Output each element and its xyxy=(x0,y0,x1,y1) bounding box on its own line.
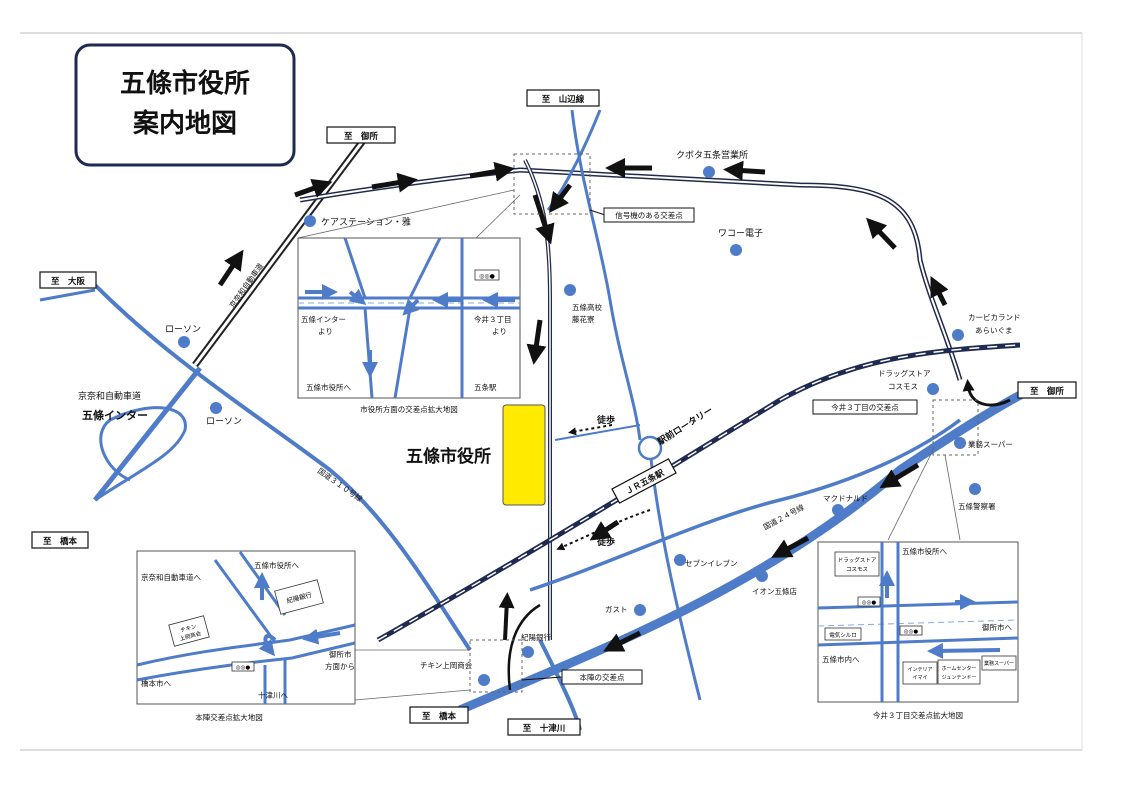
svg-text:ジュンテンドー: ジュンテンドー xyxy=(942,675,977,681)
seven-label: セブンイレブン xyxy=(685,558,738,568)
svg-text:五條市内へ: 五條市内へ xyxy=(822,654,860,664)
svg-text:五條市役所へ: 五條市役所へ xyxy=(902,546,947,556)
svg-text:インテリア: インテリア xyxy=(907,667,932,673)
inset-honjin: 紀陽銀行 チキン 上岡商会 ◎◎● 京奈和自動車道へ 五條市役所へ 御所市 方面… xyxy=(136,550,356,722)
title-box: 五條市役所 案内地図 xyxy=(74,43,296,167)
title-line-2: 案内地図 xyxy=(132,108,237,139)
svg-text:業務スーパー: 業務スーパー xyxy=(984,660,1014,667)
svg-text:ドラッグストア: ドラッグストア xyxy=(838,556,877,564)
gusto-label: ガスト xyxy=(605,604,628,614)
callout-imai: 今井３丁目の交差点 xyxy=(812,399,979,541)
svg-text:橋本市へ: 橋本市へ xyxy=(141,678,171,688)
destination-yamabe: 至 山辺線 xyxy=(526,89,600,107)
svg-text:京奈和自動車道へ: 京奈和自動車道へ xyxy=(141,572,201,582)
ekimae-label: 駅前ロータリー xyxy=(655,404,715,448)
aeon-label: イオン五條店 xyxy=(752,586,797,596)
gojo-ic-label: 五條インター xyxy=(82,408,148,422)
police-label: 五條警察署 xyxy=(958,501,996,511)
curbie-label-1: カービカランド xyxy=(968,313,1021,322)
svg-text:至 橋本: 至 橋本 xyxy=(43,536,78,547)
svg-text:本陣の交差点: 本陣の交差点 xyxy=(580,672,625,682)
toho-top-label: 徒歩 xyxy=(596,414,615,426)
gojo-hs-label-1: 五條高校 xyxy=(572,302,602,312)
svg-text:御所市へ: 御所市へ xyxy=(982,622,1012,632)
destination-hashimoto-s: 至 橋本 xyxy=(409,706,469,724)
svg-text:至 十津川: 至 十津川 xyxy=(523,723,566,734)
kiyo-label: 紀陽銀行 xyxy=(521,632,551,642)
svg-text:至 山辺線: 至 山辺線 xyxy=(542,94,585,105)
svg-text:至 御所: 至 御所 xyxy=(344,131,379,142)
wako-label: ワコー電子 xyxy=(718,228,763,239)
route-arrows xyxy=(217,158,1011,652)
svg-text:より: より xyxy=(492,327,507,336)
svg-text:コスモス: コスモス xyxy=(846,566,868,573)
toho-bottom-label: 徒歩 xyxy=(596,536,615,548)
svg-text:至 御所: 至 御所 xyxy=(1030,386,1065,397)
inset-cityhall: ◎◎● 五條インター より 今井３丁目 より 五條市役所へ 五条駅 市役所方面の… xyxy=(297,237,521,414)
svg-text:◎◎●: ◎◎● xyxy=(479,273,495,280)
svg-text:五条駅: 五条駅 xyxy=(474,382,497,392)
curbie-label-2: あらいぐま xyxy=(975,326,1013,335)
svg-text:五條市役所へ: 五條市役所へ xyxy=(254,560,299,570)
city-hall-label: 五條市役所 xyxy=(406,446,491,467)
svg-text:五條市役所へ: 五條市役所へ xyxy=(306,382,351,392)
keiwa-road-label: 京奈和自動車道 xyxy=(78,390,141,402)
inset-honjin-caption: 本陣交差点拡大地図 xyxy=(195,712,263,722)
svg-text:◎◎●: ◎◎● xyxy=(236,665,251,671)
mcd-label: マクドナルド xyxy=(823,494,868,503)
callout-signal: 信号機のある交差点 xyxy=(297,153,695,239)
svg-text:方面から: 方面から xyxy=(325,661,355,671)
lawson-2-label: ローソン xyxy=(206,417,242,427)
chikin-label: チキン上岡商会 xyxy=(420,660,473,670)
drug-label-2: コスモス xyxy=(888,382,918,391)
svg-text:五條インター: 五條インター xyxy=(301,314,346,324)
gojo-hs-label-2: 藤花寮 xyxy=(572,314,595,324)
gyomu-label: 業務スーパー xyxy=(968,439,1013,449)
inset-imai-caption: 今井３丁目交差点拡大地図 xyxy=(873,710,963,720)
drug-label-1: ドラッグストア xyxy=(878,368,931,378)
inset-imai: ドラッグストア コスモス ◎◎● ◎◎● 電気シルロ インテリア イマイ ホーム… xyxy=(817,541,1019,720)
rotary xyxy=(637,435,663,461)
svg-text:イマイ: イマイ xyxy=(912,675,927,681)
svg-text:より: より xyxy=(318,327,333,336)
svg-text:至 大阪: 至 大阪 xyxy=(51,276,86,287)
svg-text:◎◎●: ◎◎● xyxy=(904,629,919,635)
svg-text:ホームセンター: ホームセンター xyxy=(942,665,977,672)
destination-gose-nw: 至 御所 xyxy=(326,126,396,144)
city-hall-building[interactable] xyxy=(502,404,546,506)
callout-honjin: 本陣の交差点 xyxy=(354,639,643,701)
route-310 xyxy=(93,283,472,652)
care-station-label: ケアステーション・雅 xyxy=(321,216,411,228)
svg-text:◎◎●: ◎◎● xyxy=(862,600,877,606)
route-24-label: 国道２４号線 xyxy=(761,502,806,532)
destination-osaka: 至 大阪 xyxy=(39,271,97,289)
title-line-1: 五條市役所 xyxy=(120,68,250,99)
svg-text:今井３丁目: 今井３丁目 xyxy=(474,314,512,324)
route-310-label: 国道３１０号線 xyxy=(316,465,365,504)
svg-text:十津川へ: 十津川へ xyxy=(258,690,288,700)
svg-text:至 橋本: 至 橋本 xyxy=(422,711,457,722)
route-24 xyxy=(458,385,1033,715)
svg-text:チキン: チキン xyxy=(180,623,198,634)
destination-totsukawa: 至 十津川 xyxy=(507,718,581,736)
svg-text:電気シルロ: 電気シルロ xyxy=(829,631,857,639)
svg-text:今井３丁目の交差点: 今井３丁目の交差点 xyxy=(831,402,899,412)
svg-text:信号機のある交差点: 信号機のある交差点 xyxy=(615,210,683,220)
lawson-1-label: ローソン xyxy=(165,325,201,335)
inset-cityhall-caption: 市役所方面の交差点拡大地図 xyxy=(360,404,458,414)
svg-text:御所市: 御所市 xyxy=(329,649,352,659)
destination-hashimoto-w: 至 橋本 xyxy=(31,531,89,549)
kubota-label: クボタ五条営業所 xyxy=(676,149,748,161)
destination-gose-e: 至 御所 xyxy=(1017,381,1077,399)
